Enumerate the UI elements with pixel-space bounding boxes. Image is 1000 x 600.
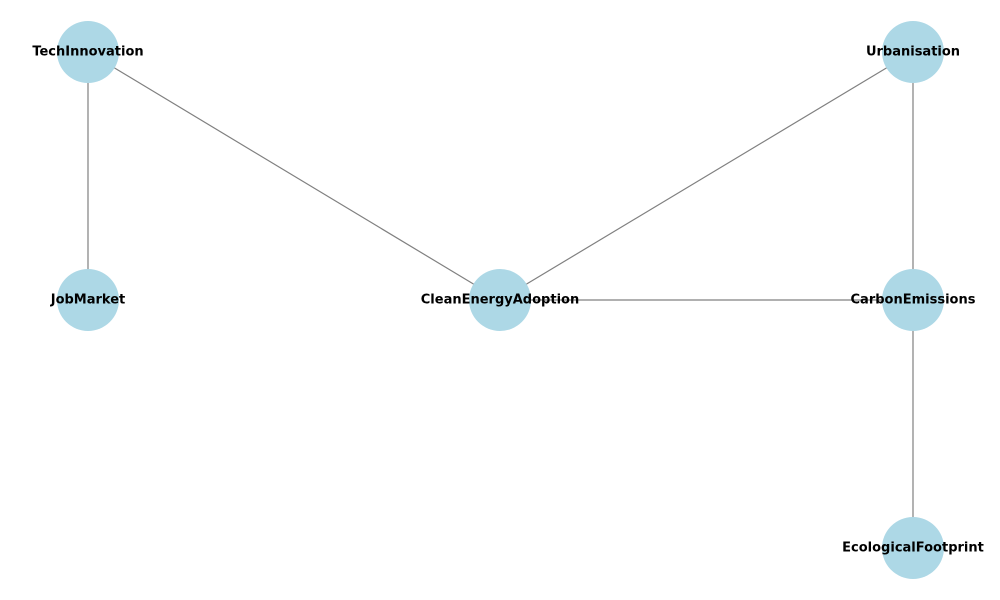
- node-circle: [882, 269, 944, 331]
- node-clean-energy-adoption: CleanEnergyAdoption: [421, 269, 579, 331]
- node-circle: [882, 21, 944, 83]
- node-ecological-footprint: EcologicalFootprint: [842, 517, 984, 579]
- node-job-market: JobMarket: [50, 269, 126, 331]
- node-label: Urbanisation: [866, 45, 960, 60]
- node-circle: [882, 517, 944, 579]
- node-circle: [57, 21, 119, 83]
- edge-urbanisation-to-clean-energy-adoption: [499, 51, 914, 301]
- edges-layer: [87, 51, 914, 548]
- node-carbon-emissions: CarbonEmissions: [851, 269, 976, 331]
- node-label: JobMarket: [50, 293, 126, 308]
- node-label: TechInnovation: [32, 45, 143, 60]
- node-circle: [469, 269, 531, 331]
- edge-tech-innovation-to-clean-energy-adoption: [87, 51, 501, 301]
- node-circle: [57, 269, 119, 331]
- node-tech-innovation: TechInnovation: [32, 21, 144, 83]
- node-label: EcologicalFootprint: [842, 541, 984, 556]
- node-label: CarbonEmissions: [851, 293, 976, 308]
- node-label: CleanEnergyAdoption: [421, 293, 579, 308]
- node-urbanisation: Urbanisation: [866, 21, 960, 83]
